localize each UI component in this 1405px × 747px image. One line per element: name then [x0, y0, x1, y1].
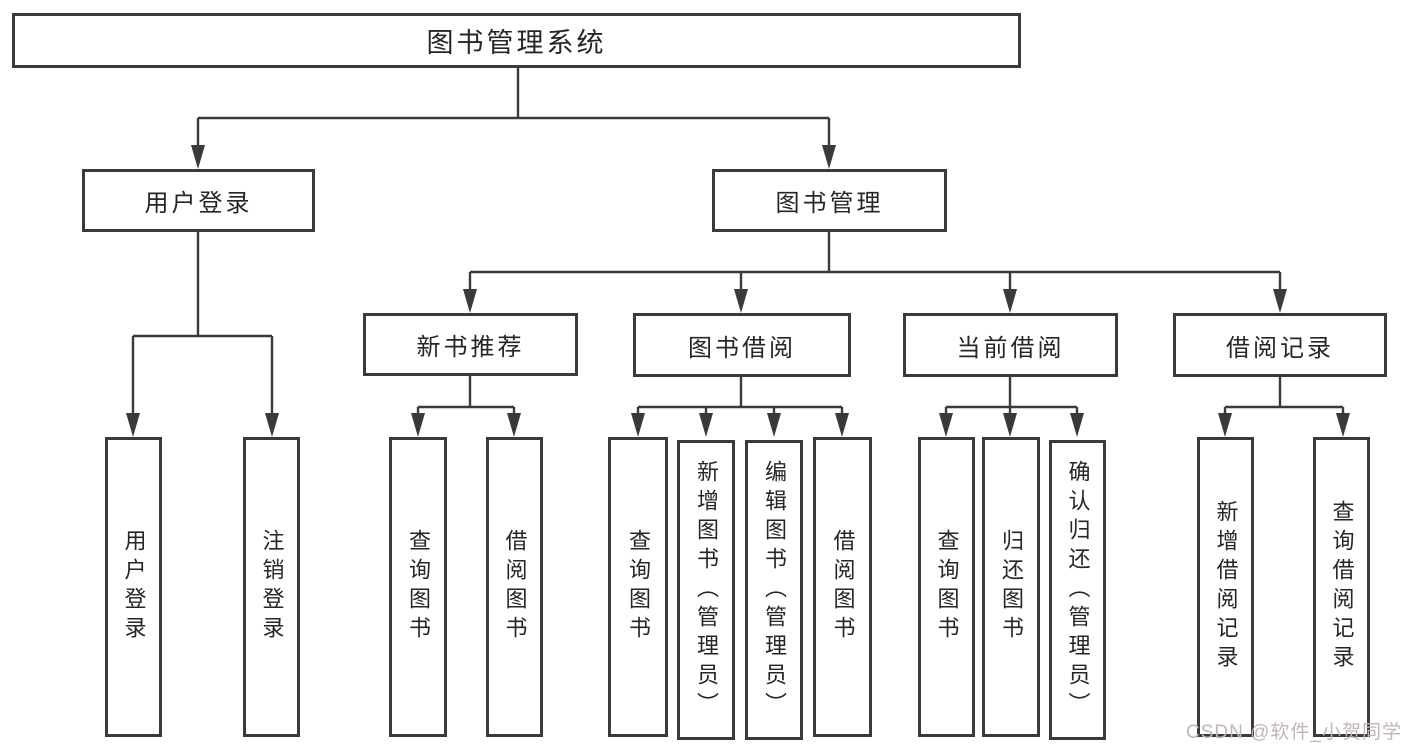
arrowhead-icon	[767, 413, 781, 437]
leaf-logout-label: 注销登录	[259, 529, 285, 645]
leaf-nb-borrow-book-label: 借阅图书	[502, 529, 528, 645]
arrowhead-icon	[507, 413, 521, 437]
node-new-book-recommend: 新书推荐	[363, 313, 578, 376]
node-borrow-record-label: 借阅记录	[1226, 334, 1334, 362]
leaf-bb-query-book: 查询图书	[608, 437, 668, 737]
leaf-logout: 注销登录	[243, 437, 300, 737]
leaf-nb-query-book: 查询图书	[389, 437, 447, 737]
leaf-br-query-record: 查询借阅记录	[1313, 437, 1370, 737]
arrowhead-icon	[1218, 413, 1232, 437]
leaf-bb-edit-book-label: 编辑图书（管理员）	[762, 459, 787, 721]
arrowhead-icon	[1336, 413, 1350, 437]
node-user-login: 用户登录	[82, 169, 315, 232]
arrowhead-icon	[1070, 413, 1084, 437]
node-book-management: 图书管理	[712, 169, 947, 232]
arrowhead-icon	[822, 145, 836, 169]
node-book-borrow-label: 图书借阅	[688, 334, 796, 362]
arrowhead-icon	[1273, 289, 1287, 313]
arrowhead-icon	[1003, 413, 1017, 437]
leaf-bb-add-book: 新增图书（管理员）	[677, 440, 735, 740]
node-book-borrow: 图书借阅	[633, 313, 851, 377]
arrowhead-icon	[1003, 289, 1017, 313]
leaf-cb-confirm-return: 确认归还（管理员）	[1049, 440, 1106, 740]
arrowhead-icon	[126, 413, 140, 437]
watermark: CSDN @软件_小贺同学	[1186, 722, 1402, 743]
leaf-bb-query-book-label: 查询图书	[626, 529, 651, 645]
leaf-cb-confirm-return-label: 确认归还（管理员）	[1065, 459, 1091, 721]
leaf-cb-return-book: 归还图书	[982, 437, 1040, 737]
arrowhead-icon	[734, 289, 748, 313]
node-current-borrow-label: 当前借阅	[956, 334, 1065, 362]
node-library-system-label: 图书管理系统	[426, 28, 607, 58]
leaf-bb-borrow-book-label: 借阅图书	[830, 529, 856, 645]
node-new-book-recommend-label: 新书推荐	[416, 334, 525, 361]
leaf-nb-query-book-label: 查询图书	[406, 529, 431, 645]
node-book-management-label: 图书管理	[775, 190, 884, 217]
arrowhead-icon	[939, 413, 953, 437]
arrowhead-icon	[265, 413, 279, 437]
leaf-bb-edit-book: 编辑图书（管理员）	[745, 440, 803, 740]
node-user-login-label: 用户登录	[144, 190, 253, 217]
leaf-br-query-record-label: 查询借阅记录	[1329, 500, 1355, 674]
leaf-br-add-record: 新增借阅记录	[1197, 437, 1254, 737]
leaf-cb-return-book-label: 归还图书	[999, 529, 1024, 645]
node-library-system: 图书管理系统	[12, 13, 1021, 68]
leaf-cb-query-book-label: 查询图书	[934, 529, 960, 645]
arrowhead-icon	[835, 413, 849, 437]
arrowhead-icon	[699, 413, 713, 437]
arrowhead-icon	[191, 145, 205, 169]
leaf-bb-borrow-book: 借阅图书	[813, 437, 872, 737]
leaf-cb-query-book: 查询图书	[918, 437, 975, 737]
leaf-bb-add-book-label: 新增图书（管理员）	[694, 459, 719, 721]
leaf-user-login: 用户登录	[105, 437, 162, 737]
leaf-nb-borrow-book: 借阅图书	[486, 437, 543, 737]
arrowhead-icon	[463, 289, 477, 313]
node-borrow-record: 借阅记录	[1173, 313, 1387, 377]
arrowhead-icon	[411, 413, 425, 437]
node-current-borrow: 当前借阅	[903, 313, 1118, 377]
leaf-br-add-record-label: 新增借阅记录	[1213, 500, 1239, 674]
leaf-user-login-label: 用户登录	[121, 529, 147, 645]
arrowhead-icon	[631, 413, 645, 437]
